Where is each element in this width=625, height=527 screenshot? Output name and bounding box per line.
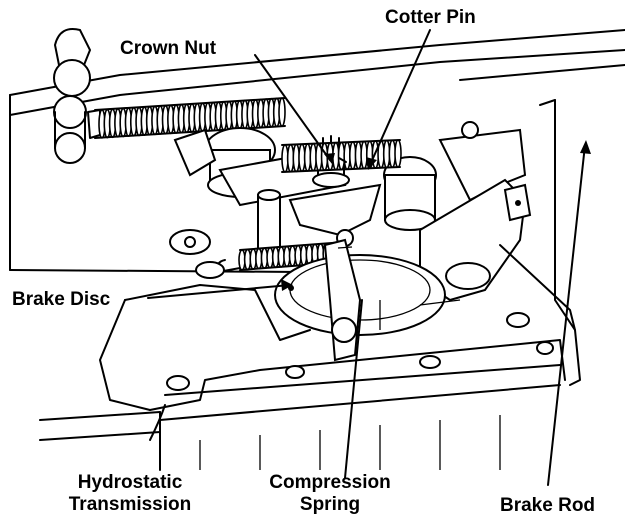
label-crown-nut: Crown Nut — [120, 38, 217, 59]
compression-spring-arm — [323, 238, 362, 362]
brake-disc — [274, 254, 446, 336]
spring-coil — [394, 139, 402, 168]
brake-lever — [419, 178, 576, 331]
bolt-left — [53, 28, 92, 164]
label-cotter-pin: Cotter Pin — [385, 7, 476, 28]
label-compression-line1: Compression — [269, 472, 391, 493]
leader-lines — [147, 29, 586, 486]
label-hydrostatic-line1: Hydrostatic — [77, 472, 183, 493]
label-hydrostatic-line2: Transmission — [68, 494, 192, 515]
leader-arrowheads — [281, 140, 591, 291]
label-brake-rod: Brake Rod — [500, 495, 596, 516]
label-compression-line2: Spring — [299, 494, 361, 515]
spring-coil — [278, 97, 286, 127]
label-brake-disc: Brake Disc — [12, 289, 111, 310]
label-hydrostatic-transmission: Hydrostatic Transmission — [30, 472, 230, 516]
transmission-housing — [39, 284, 566, 471]
label-compression-spring: Compression Spring — [245, 472, 415, 516]
upper-extension-spring — [87, 97, 286, 139]
cotter-spring — [281, 139, 402, 173]
mounting-bosses — [169, 229, 225, 279]
